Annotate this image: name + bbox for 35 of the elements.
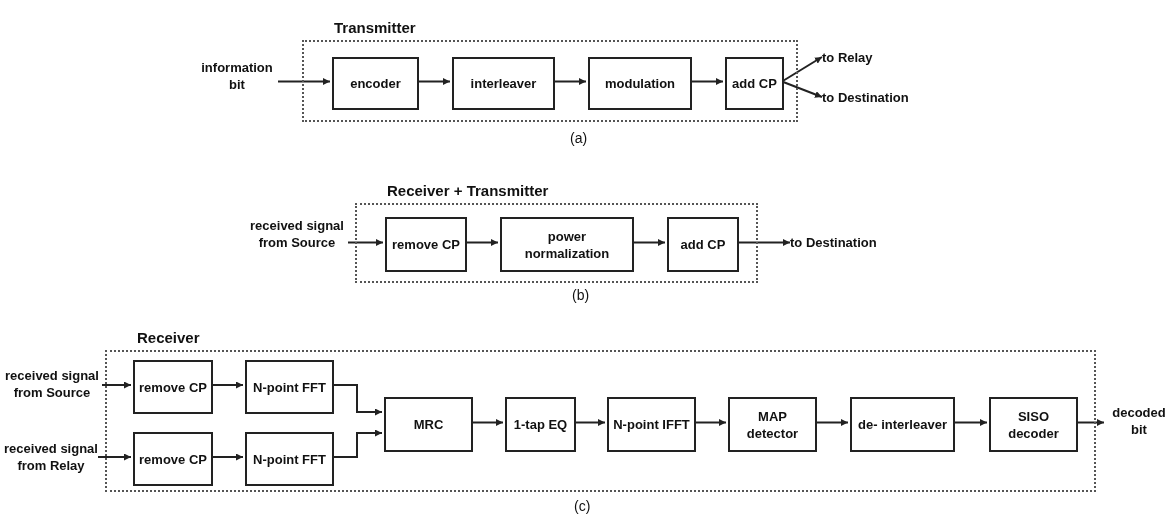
- arrow: [97, 453, 132, 461]
- arrow: [347, 239, 384, 246]
- process-block: de- interleaver: [850, 397, 955, 452]
- panel-label: (c): [574, 497, 591, 516]
- signal-text: received signal from Relay: [4, 430, 98, 484]
- process-block: encoder: [332, 57, 419, 110]
- process-block: modulation: [588, 57, 692, 110]
- process-block: remove CP: [133, 432, 213, 486]
- process-block: N-point IFFT: [607, 397, 696, 452]
- signal-text: to Relay: [822, 47, 902, 67]
- process-block: N-point FFT: [245, 360, 334, 414]
- group-title: Transmitter: [334, 18, 416, 38]
- process-block: add CP: [725, 57, 784, 110]
- signal-text: decoded bit: [1104, 402, 1174, 440]
- process-block: MRC: [384, 397, 473, 452]
- group-title: Receiver + Transmitter: [387, 181, 549, 201]
- signal-text: to Destination: [822, 87, 942, 107]
- signal-text: received signal from Source: [246, 207, 348, 261]
- panel-label: (a): [570, 129, 588, 148]
- arrow: [101, 381, 132, 389]
- process-block: 1-tap EQ: [505, 397, 576, 452]
- process-block: N-point FFT: [245, 432, 334, 486]
- group-title: Receiver: [137, 328, 200, 348]
- signal-text: received signal from Source: [2, 357, 102, 411]
- process-block: remove CP: [133, 360, 213, 414]
- process-block: add CP: [667, 217, 739, 272]
- process-block: interleaver: [452, 57, 555, 110]
- process-block: MAP detector: [728, 397, 817, 452]
- process-block: remove CP: [385, 217, 467, 272]
- panel-label: (b): [572, 286, 590, 305]
- signal-text: to Destination: [790, 232, 915, 252]
- process-block: power normalization: [500, 217, 634, 272]
- process-block: SISO decoder: [989, 397, 1078, 452]
- arrow: [277, 78, 331, 85]
- signal-text: information bit: [196, 56, 278, 96]
